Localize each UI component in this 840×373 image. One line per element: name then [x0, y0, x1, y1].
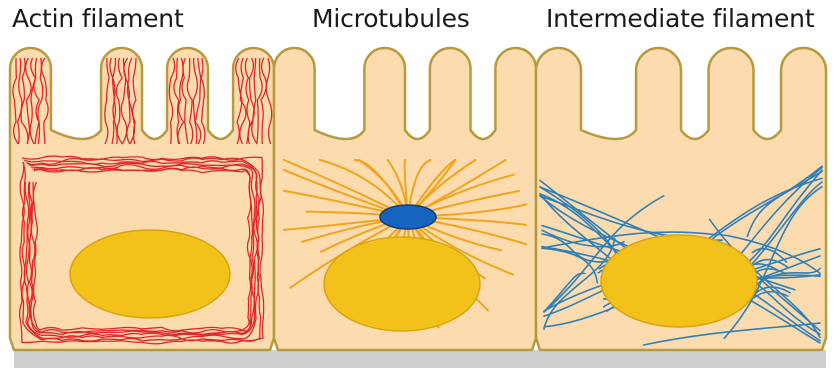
- cell-actin: [10, 48, 274, 350]
- cells-group: [10, 48, 826, 350]
- cell-micro: [274, 48, 536, 350]
- centrosome: [380, 205, 436, 229]
- nucleus-inter: [601, 235, 757, 327]
- title-microtubules: Microtubules: [312, 4, 470, 33]
- title-intermediate-filament: Intermediate filament: [546, 4, 814, 33]
- nucleus-actin: [70, 230, 230, 318]
- ground-shadow: [14, 350, 826, 368]
- cell-inter: [536, 48, 826, 350]
- title-actin-filament: Actin filament: [12, 4, 184, 33]
- nucleus-micro: [324, 237, 480, 331]
